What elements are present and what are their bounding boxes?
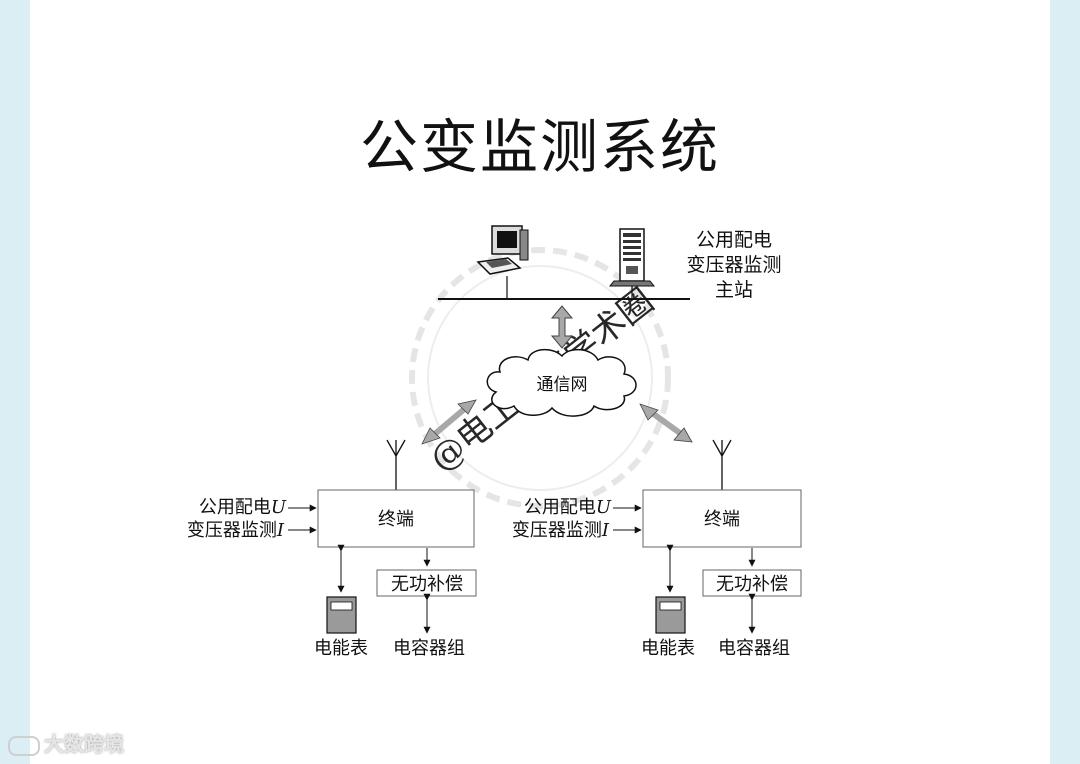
computer-icon	[476, 225, 529, 275]
watermark-text: 大数跨境	[44, 732, 124, 756]
master-station-label-line2: 变压器监测	[686, 254, 781, 276]
right-antenna-icon	[712, 439, 732, 490]
left-meter-icon	[326, 596, 357, 634]
right-compensation-box	[702, 569, 802, 597]
watermark-logo: 大数跨境	[8, 728, 124, 757]
left-terminal-label: 终端	[378, 509, 414, 530]
right-capacitor-label: 电容器组	[718, 638, 790, 659]
left-compensation-label: 无功补偿	[391, 574, 463, 595]
right-compensation-label: 无功补偿	[716, 574, 788, 595]
network-right-terminal-double-arrow	[639, 403, 693, 443]
network-left-terminal-double-arrow	[421, 399, 477, 445]
network-cloud-icon	[486, 348, 637, 417]
right-input-line1: 公用配电U	[524, 497, 612, 518]
bus-network-double-arrow	[550, 305, 574, 349]
left-antenna-icon	[386, 439, 406, 490]
master-station-label-line3: 主站	[715, 279, 753, 301]
right-meter-label: 电能表	[641, 638, 695, 659]
left-capacitor-label: 电容器组	[393, 638, 465, 659]
left-meter-label: 电能表	[314, 638, 368, 659]
left-terminal-box	[317, 489, 475, 548]
left-input-line2: 变压器监测I	[187, 520, 285, 541]
right-terminal-box	[642, 489, 802, 548]
right-input-line2: 变压器监测I	[512, 520, 610, 541]
server-icon	[608, 228, 656, 287]
network-label: 通信网	[537, 375, 588, 395]
left-compensation-box	[376, 569, 477, 597]
right-terminal-label: 终端	[704, 509, 740, 530]
left-input-line1: 公用配电U	[199, 497, 287, 518]
page-title: 公变监测系统	[359, 113, 720, 181]
watermark-logo-icon	[8, 735, 40, 756]
master-station-label-line1: 公用配电	[696, 229, 772, 251]
right-meter-icon	[655, 596, 686, 634]
